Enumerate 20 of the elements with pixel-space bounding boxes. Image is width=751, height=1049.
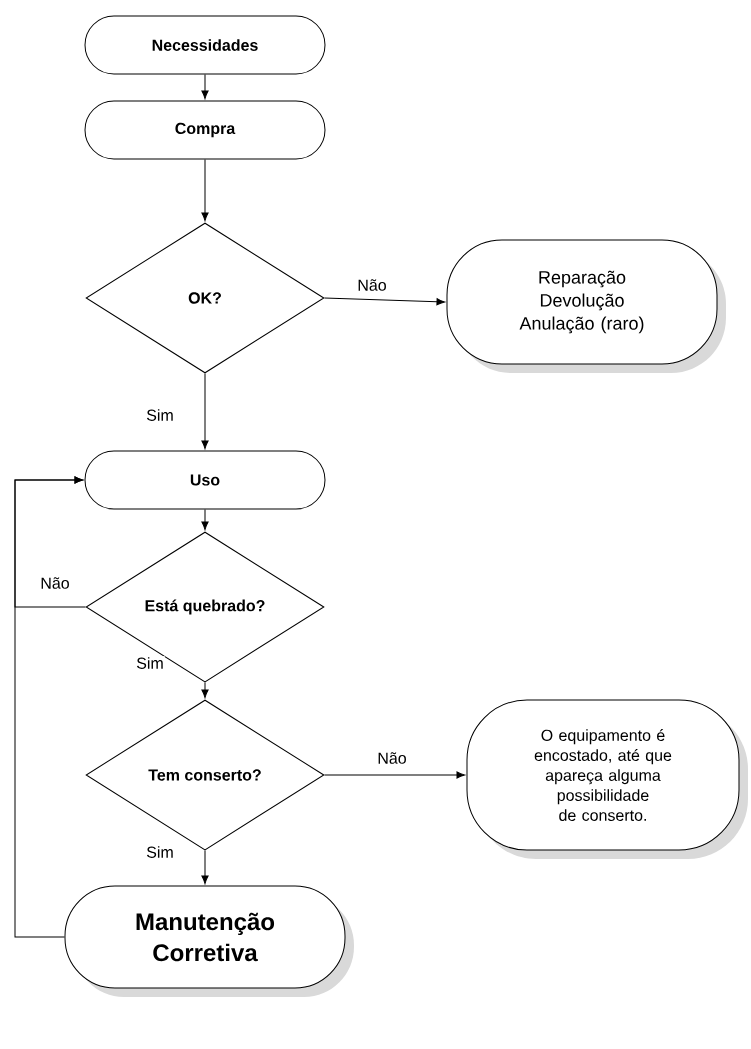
process-box: Compra <box>84 100 326 160</box>
arrow <box>201 159 209 222</box>
arrow <box>201 509 209 531</box>
process-box: Uso <box>84 450 326 510</box>
edge-label: Não <box>356 278 388 292</box>
arrow <box>201 74 209 100</box>
arrow <box>201 850 209 885</box>
outcome-box: O equipamento é encostado, até que apareça alguma possibilidade de conserto. <box>466 699 748 859</box>
edge-label: Não <box>39 576 71 590</box>
edge-label: Não <box>376 751 408 765</box>
outcome-box: Reparação Devolução Anulação (raro) <box>446 239 726 373</box>
arrow <box>201 682 209 699</box>
arrow <box>201 373 209 450</box>
terminal-box: Necessidades <box>84 15 326 75</box>
arrow <box>324 771 466 779</box>
arrow <box>324 297 446 306</box>
process-box: Manutenção Corretiva <box>64 885 354 997</box>
edge-label: Sim <box>145 408 175 422</box>
arrow <box>14 476 84 938</box>
edge-label: Sim <box>135 656 165 670</box>
